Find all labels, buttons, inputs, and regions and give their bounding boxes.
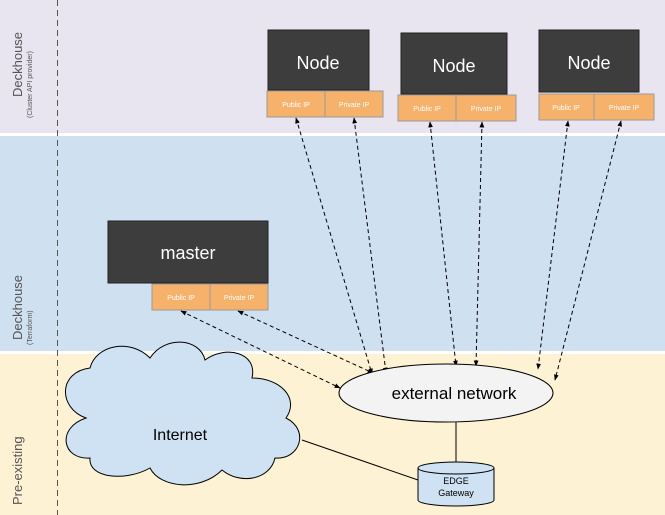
band-subtitle-cluster-api: (Cluster API provider): [27, 51, 34, 118]
connector-node1-public: [295, 117, 373, 375]
external-network-label: external network: [392, 384, 517, 403]
connector-master-public: [180, 310, 341, 389]
private-ip-port: [593, 93, 655, 121]
connector-node2-private: [473, 121, 485, 367]
band-title-pre-existing: Pre-existing: [10, 436, 25, 505]
private-ip-label: Private IP: [339, 102, 370, 109]
external-network: external network: [338, 363, 554, 423]
link-internet-edge: [301, 439, 419, 481]
internet-label: Internet: [153, 427, 208, 444]
node-1: Node Public IP Private IP: [266, 29, 384, 118]
private-ip-label: Private IP: [224, 295, 255, 302]
public-ip-label: Public IP: [413, 106, 441, 113]
node-label: Node: [432, 56, 475, 76]
public-ip-label: Public IP: [552, 105, 580, 112]
band-subtitle-terraform: (Terraform): [27, 310, 34, 345]
node-label: Node: [567, 53, 610, 73]
public-ip-label: Public IP: [167, 295, 195, 302]
node-box: [400, 32, 508, 95]
private-ip-port: [209, 283, 269, 311]
node-2: Node Public IP Private IP: [397, 32, 517, 122]
node-3: Node Public IP Private IP: [538, 29, 655, 121]
public-ip-label: Public IP: [282, 102, 310, 109]
connectors: [180, 117, 622, 389]
connector-node2-public: [428, 121, 458, 367]
private-ip-label: Private IP: [609, 105, 640, 112]
connector-master-private: [237, 310, 374, 374]
edge-label-line1: EDGE: [443, 476, 469, 486]
connector-node3-private: [554, 120, 622, 381]
private-ip-port: [455, 94, 517, 122]
band-terraform: [0, 136, 665, 351]
public-ip-port: [151, 283, 211, 311]
edge-label-line2: Gateway: [438, 488, 474, 498]
node-box: [267, 29, 370, 91]
master-label: master: [160, 243, 215, 263]
private-ip-label: Private IP: [471, 106, 502, 113]
master-node: master Public IP Private IP: [107, 220, 269, 311]
node-box: [538, 29, 640, 93]
master-box: [107, 220, 269, 284]
band-title-terraform: Deckhouse: [10, 275, 25, 340]
node-label: Node: [296, 53, 339, 73]
public-ip-port: [397, 94, 457, 122]
public-ip-port: [266, 90, 326, 118]
edge-gateway: EDGE Gateway: [417, 461, 495, 507]
connector-node1-private: [352, 117, 388, 374]
internet-cloud: Internet: [65, 341, 301, 486]
private-ip-port: [324, 90, 384, 118]
band-title-cluster-api: Deckhouse: [10, 32, 25, 97]
